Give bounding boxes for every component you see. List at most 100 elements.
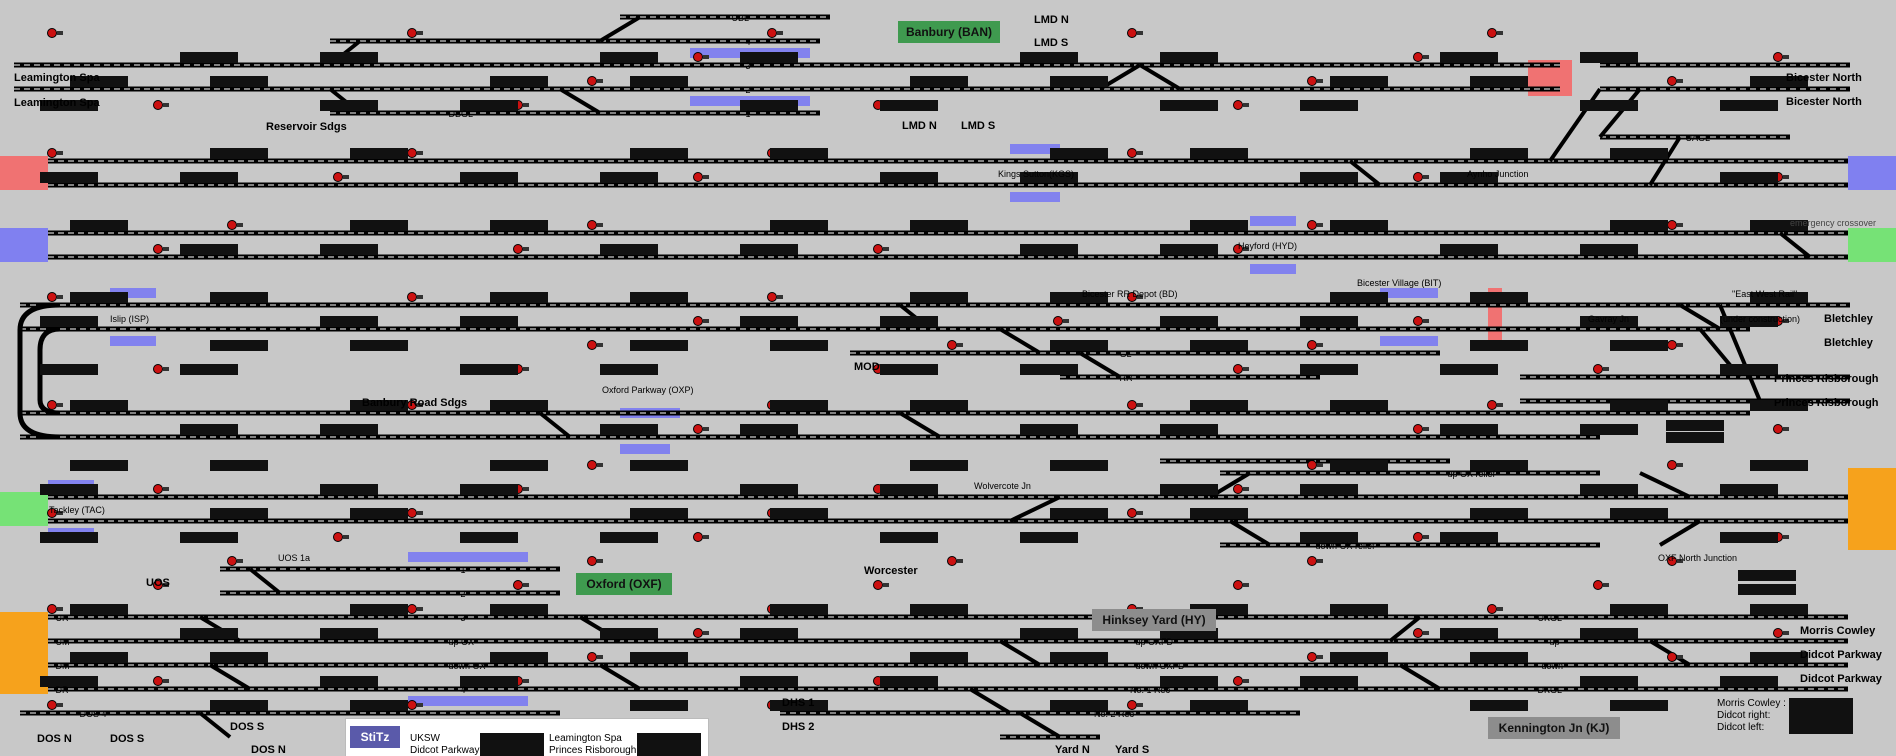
train-berth-55[interactable] (740, 244, 798, 255)
signal-icon-30[interactable] (227, 220, 237, 230)
signal-icon-81[interactable] (407, 508, 417, 518)
signal-icon-58[interactable] (1233, 364, 1243, 374)
signal-icon-26[interactable] (693, 172, 703, 182)
train-berth-126[interactable] (1160, 484, 1218, 495)
train-berth-72[interactable] (740, 316, 798, 327)
train-berth-85[interactable] (1610, 340, 1668, 351)
signal-icon-80[interactable] (47, 508, 57, 518)
train-berth-101[interactable] (1330, 400, 1388, 411)
train-berth-99[interactable] (910, 400, 968, 411)
train-berth-71[interactable] (460, 316, 518, 327)
train-berth-118[interactable] (1330, 460, 1388, 471)
train-berth-60[interactable] (70, 292, 128, 303)
train-berth-26[interactable] (210, 148, 268, 159)
station-box-hinksey[interactable]: Hinksey Yard (HY) (1092, 609, 1216, 631)
train-berth-51[interactable] (1750, 220, 1808, 231)
train-berth-136[interactable] (1470, 508, 1528, 519)
train-berth-97[interactable] (490, 400, 548, 411)
train-berth-83[interactable] (1190, 340, 1248, 351)
train-berth-109[interactable] (1160, 424, 1218, 435)
label-dos-n[interactable]: DOS N (37, 733, 72, 745)
train-berth-117[interactable] (1050, 460, 1108, 471)
train-berth-47[interactable] (910, 220, 968, 231)
signal-icon-0[interactable] (47, 28, 57, 38)
train-berth-74[interactable] (1160, 316, 1218, 327)
train-berth-57[interactable] (1160, 244, 1218, 255)
train-berth-155[interactable] (1750, 604, 1808, 615)
crossover-17[interactable] (538, 411, 572, 439)
train-berth-58[interactable] (1440, 244, 1498, 255)
signal-icon-78[interactable] (1233, 484, 1243, 494)
train-berth-5[interactable] (1160, 52, 1218, 63)
train-berth-69[interactable] (40, 316, 98, 327)
label-lmdn-top[interactable]: LMD N (1034, 14, 1069, 26)
train-berth-30[interactable] (1050, 148, 1108, 159)
signal-icon-13[interactable] (1307, 76, 1317, 86)
signal-icon-33[interactable] (1307, 220, 1317, 230)
train-berth-0[interactable] (180, 52, 238, 63)
train-berth-187[interactable] (1190, 700, 1248, 711)
signal-icon-43[interactable] (1127, 292, 1137, 302)
signal-icon-88[interactable] (1413, 532, 1423, 542)
signal-icon-53[interactable] (1307, 340, 1317, 350)
train-berth-188[interactable] (1470, 700, 1528, 711)
train-berth-42[interactable] (1720, 172, 1778, 183)
train-berth-164[interactable] (70, 652, 128, 663)
crossover-3[interactable] (558, 87, 602, 115)
train-berth-182[interactable] (210, 700, 268, 711)
train-berth-184[interactable] (630, 700, 688, 711)
train-berth-125[interactable] (880, 484, 938, 495)
train-berth-13[interactable] (1050, 76, 1108, 87)
train-berth-104[interactable] (180, 424, 238, 435)
train-berth-19[interactable] (460, 100, 518, 111)
train-berth-94[interactable] (1720, 364, 1778, 375)
signal-icon-111[interactable] (587, 652, 597, 662)
train-berth-1[interactable] (320, 52, 378, 63)
train-berth-27[interactable] (350, 148, 408, 159)
crossover-18[interactable] (898, 411, 942, 439)
station-box-kennington[interactable]: Kennington Jn (KJ) (1488, 717, 1620, 739)
signal-icon-28[interactable] (1413, 172, 1423, 182)
train-berth-7[interactable] (1580, 52, 1638, 63)
train-berth-36[interactable] (460, 172, 518, 183)
train-berth-28[interactable] (630, 148, 688, 159)
crossover-30[interactable] (1398, 663, 1442, 691)
train-berth-172[interactable] (1750, 652, 1808, 663)
signal-icon-83[interactable] (1127, 508, 1137, 518)
train-berth-63[interactable] (630, 292, 688, 303)
train-berth-127[interactable] (1300, 484, 1358, 495)
crossover-27[interactable] (598, 663, 642, 691)
signal-icon-100[interactable] (47, 604, 57, 614)
signal-icon-96[interactable] (513, 580, 523, 590)
train-berth-88[interactable] (460, 364, 518, 375)
signal-icon-99[interactable] (1593, 580, 1603, 590)
signal-icon-47[interactable] (1053, 316, 1063, 326)
train-berth-extra-1[interactable] (1666, 432, 1724, 443)
train-berth-142[interactable] (880, 532, 938, 543)
train-berth-37[interactable] (600, 172, 658, 183)
train-berth-149[interactable] (490, 604, 548, 615)
legend-tag[interactable]: StiTz (350, 726, 400, 748)
signal-icon-121[interactable] (407, 700, 417, 710)
signal-icon-60[interactable] (47, 400, 57, 410)
crossover-29[interactable] (1388, 615, 1422, 643)
signal-icon-37[interactable] (873, 244, 883, 254)
train-berth-32[interactable] (1470, 148, 1528, 159)
signal-icon-113[interactable] (1307, 652, 1317, 662)
signal-icon-34[interactable] (1667, 220, 1677, 230)
signal-icon-54[interactable] (1667, 340, 1677, 350)
train-berth-75[interactable] (1300, 316, 1358, 327)
signal-icon-75[interactable] (153, 484, 163, 494)
train-berth-16[interactable] (1750, 76, 1808, 87)
train-berth-11[interactable] (630, 76, 688, 87)
train-berth-73[interactable] (880, 316, 938, 327)
train-berth-56[interactable] (1020, 244, 1078, 255)
train-berth-38[interactable] (880, 172, 938, 183)
train-berth-177[interactable] (880, 676, 938, 687)
train-berth-9[interactable] (210, 76, 268, 87)
train-berth-170[interactable] (1330, 652, 1388, 663)
train-berth-130[interactable] (210, 508, 268, 519)
signal-icon-8[interactable] (1413, 52, 1423, 62)
crossover-12[interactable] (998, 327, 1042, 355)
train-berth-152[interactable] (1190, 604, 1248, 615)
